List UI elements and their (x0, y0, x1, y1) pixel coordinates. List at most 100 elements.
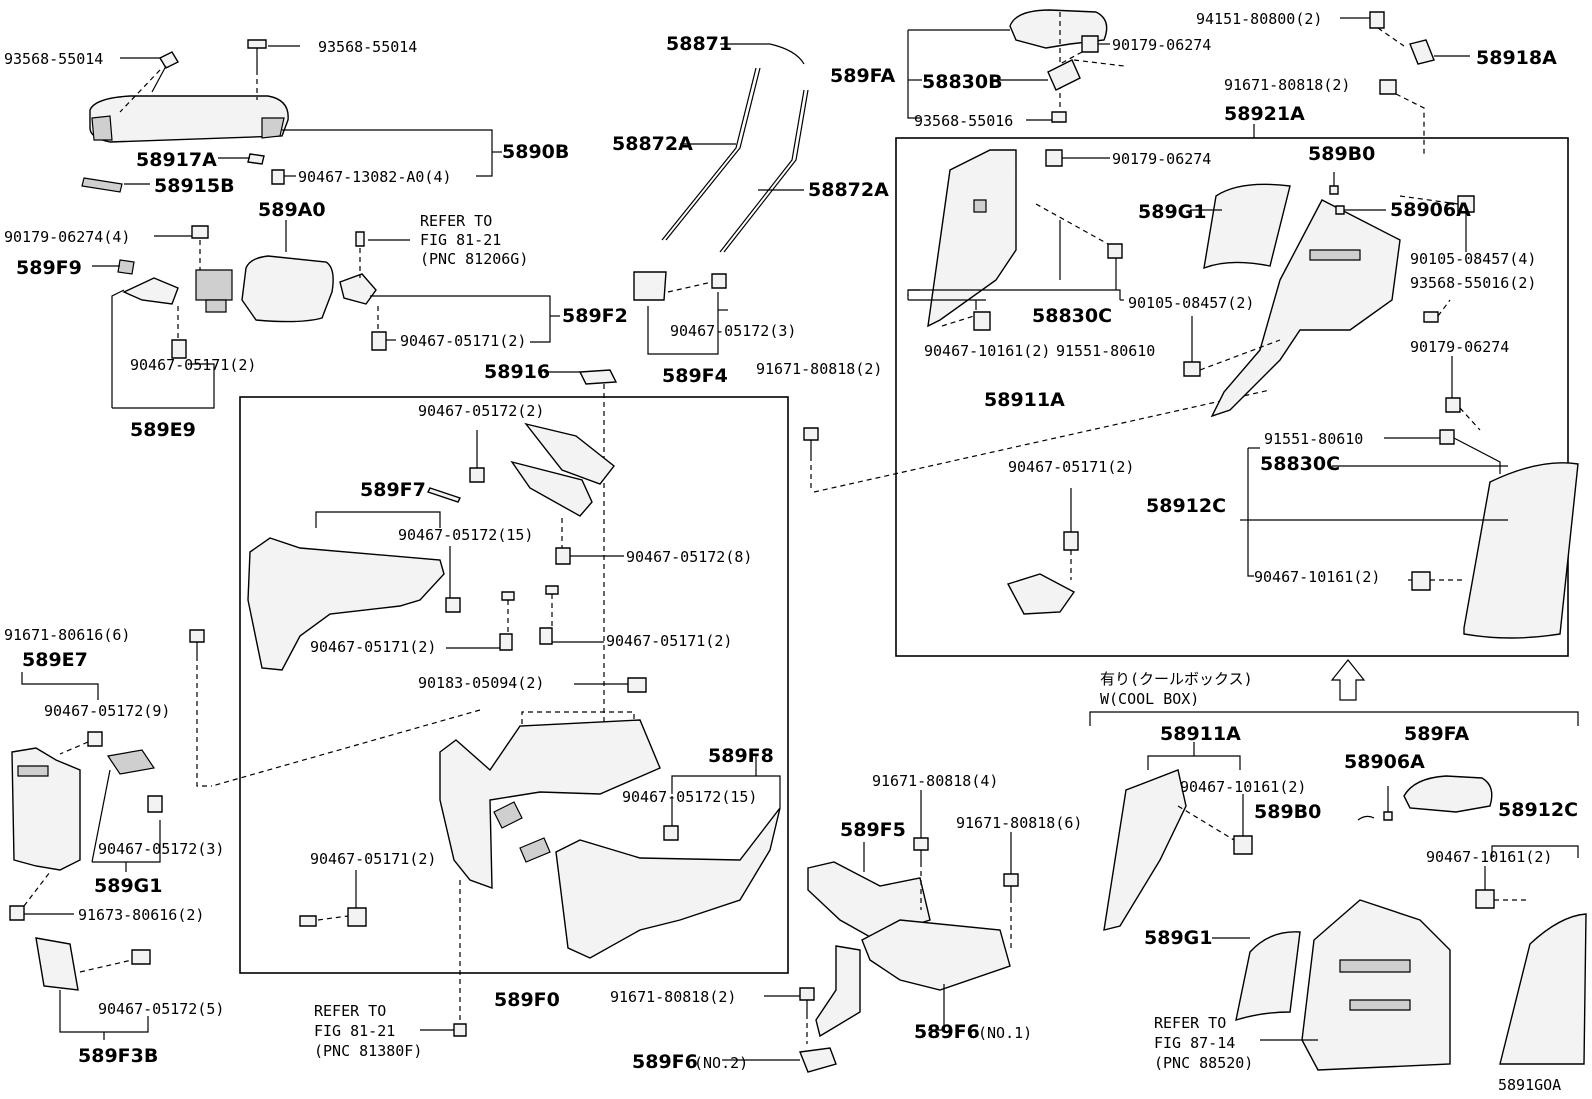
label-58912C-a: 58912C (1146, 495, 1226, 517)
clip-90183-05094 (627, 677, 647, 693)
bolt-91671-80818-6 (1003, 873, 1019, 898)
label-90467-13082: 90467-13082-A0(4) (298, 168, 452, 186)
label-58912C-b: 58912C (1498, 799, 1578, 821)
nut-90179-4 (191, 225, 209, 239)
label-90467-05172-3-b: 90467-05172(3) (98, 840, 224, 858)
ref-88520-l1: REFER TO (1154, 1014, 1226, 1032)
lid-589FA-coolbox (1403, 775, 1493, 813)
clip-90467-05171-box (1063, 531, 1079, 551)
label-589G1-b: 589G1 (1138, 201, 1206, 223)
clip-90467-05172-9 (87, 731, 103, 747)
clip-90467-05172-3-left (147, 795, 163, 813)
clip-589F9 (117, 259, 135, 275)
nut-90179-06274-right (1445, 397, 1461, 413)
bracket-58918A (1409, 39, 1435, 65)
screw-93568-a (151, 51, 179, 93)
label-90467-05172-8: 90467-05172(8) (626, 548, 752, 566)
label-90183-05094: 90183-05094(2) (418, 674, 544, 692)
label-58911A-b: 58911A (1160, 723, 1241, 745)
screw-93568-b (247, 39, 267, 70)
strip-58871 (769, 43, 805, 65)
side-panel-589F7 (247, 537, 445, 671)
strip-58872A-a (661, 67, 761, 241)
label-90467-05172-2: 90467-05172(2) (418, 402, 544, 420)
label-58872A-b: 58872A (808, 179, 889, 201)
pad-58912C-box (1463, 462, 1579, 639)
label-58830C-a: 58830C (1032, 305, 1112, 327)
strip-58872A-b (719, 89, 809, 253)
clip-90467-10161-coolbox-r (1475, 889, 1495, 909)
label-90467-05172-15-b: 90467-05172(15) (622, 788, 757, 806)
label-94151-80800: 94151-80800(2) (1196, 10, 1322, 28)
label-589E7: 589E7 (22, 649, 88, 671)
pad-58912C-coolbox (1499, 913, 1587, 1065)
armrest-lid-part (89, 95, 289, 143)
label-589F3B: 589F3B (78, 1045, 158, 1067)
label-589F6-no2: 589F6 (632, 1051, 698, 1073)
ref-88520-l2: FIG 87-14 (1154, 1034, 1235, 1052)
console-body-589F0 (439, 719, 661, 890)
label-589E9: 589E9 (130, 419, 196, 441)
label-589B0-b: 589B0 (1254, 801, 1321, 823)
clip-90467-05171-f2 (371, 331, 387, 351)
bolt-91671-80818-2-top (1379, 79, 1397, 95)
pad-589G1-box (1203, 183, 1291, 270)
label-93568-55016: 93568-55016 (914, 112, 1013, 130)
clip-58917A (247, 153, 265, 165)
label-589F7: 589F7 (360, 479, 426, 501)
pad-589F4 (633, 271, 667, 301)
trim-upper-strip (510, 422, 615, 517)
clip-90467-05172-3 (711, 273, 727, 289)
label-5890B: 5890B (502, 141, 569, 163)
clip-90467-10161-right (1411, 571, 1431, 591)
bracket-589F2 (339, 231, 377, 305)
label-90105-08457-2: 90105-08457(2) (1128, 294, 1254, 312)
ref-88520-l3: (PNC 88520) (1154, 1054, 1253, 1072)
panel-589F8 (555, 807, 781, 959)
clip-90467-05171-e9 (171, 339, 187, 359)
label-58871: 58871 (666, 33, 732, 55)
label-589F6-no1-sub: (NO.1) (978, 1024, 1032, 1042)
ref-81206G-l2: FIG 81-21 (420, 231, 501, 249)
bolt-91671-80818-2-lower (799, 987, 815, 1014)
clips-05171-pair (499, 585, 559, 651)
label-589G1-a: 589G1 (94, 875, 162, 897)
screw-93568-55016-2 (1423, 311, 1439, 323)
label-589A0: 589A0 (258, 199, 326, 221)
coolbox-en-label: W(COOL BOX) (1100, 690, 1199, 708)
hinge-58830B (1047, 59, 1081, 91)
label-58916: 58916 (484, 361, 550, 383)
label-90467-05172-15-a: 90467-05172(15) (398, 526, 533, 544)
label-90467-05171-f2: 90467-05171(2) (400, 332, 526, 350)
upper-console-box (895, 137, 1569, 657)
panel-58911A (927, 149, 1017, 328)
label-589FA-a: 589FA (830, 65, 895, 87)
bracket-589F5 (807, 861, 931, 939)
clip-90467-05172-8 (555, 547, 571, 565)
coolbox-arrow (1330, 659, 1366, 701)
label-58915B: 58915B (154, 175, 235, 197)
label-93568-55014-b: 93568-55014 (318, 38, 417, 56)
label-90105-08457-4: 90105-08457(4) (1410, 250, 1536, 268)
label-90467-05172-3-a: 90467-05172(3) (670, 322, 796, 340)
pad-589G1-left (106, 749, 156, 775)
label-90467-05171-e: 90467-05171(2) (310, 850, 436, 868)
box-589E7 (11, 747, 81, 871)
label-90467-10161-c: 90467-10161(2) (1180, 778, 1306, 796)
label-58917A: 58917A (136, 149, 217, 171)
label-589F2: 589F2 (562, 305, 628, 327)
cup-holder-lower (1006, 573, 1076, 615)
nut-90179-06274-top (1081, 35, 1099, 53)
screw-93568-55016 (1051, 111, 1067, 123)
label-93568-55014-a: 93568-55014 (4, 50, 103, 68)
label-90467-05172-9: 90467-05172(9) (44, 702, 170, 720)
bracket-589E9 (122, 277, 179, 305)
label-58906A-b: 58906A (1344, 751, 1425, 773)
label-90467-05172-5: 90467-05172(5) (98, 1000, 224, 1018)
clip-ref-81380F (453, 1023, 467, 1037)
bolt-91673-80616 (9, 905, 25, 921)
label-589F0: 589F0 (494, 989, 560, 1011)
label-58918A: 58918A (1476, 47, 1557, 69)
trim-58915B (81, 177, 123, 193)
